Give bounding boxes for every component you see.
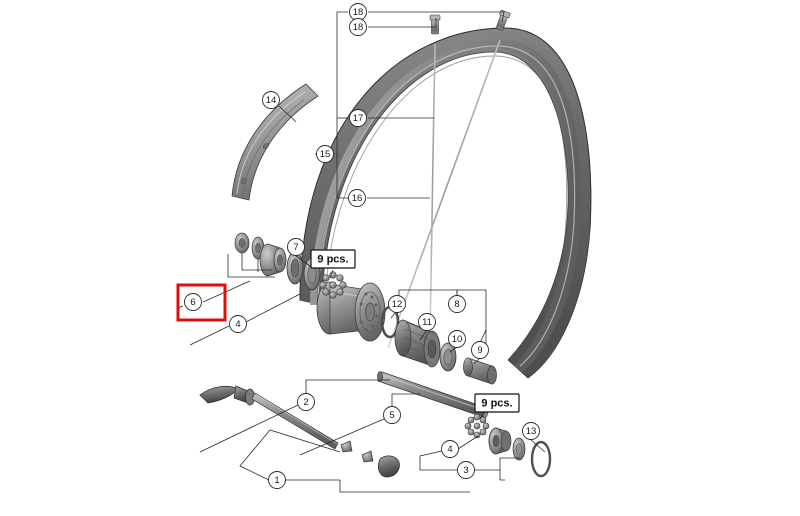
spokes-graphic [387, 9, 511, 349]
rim-section-highlight [236, 91, 306, 195]
quantity-label: 9 pcs. [310, 249, 356, 269]
leader-lines [177, 11, 546, 493]
spacer-ring-part [439, 342, 457, 372]
callout-3: 3 [457, 461, 475, 479]
o-ring-part [530, 440, 552, 478]
rear-bearing-stack-graphic [464, 413, 552, 478]
callout-18: 18 [349, 18, 367, 36]
callout-10: 10 [448, 330, 466, 348]
hub-bore [365, 302, 375, 322]
callout-18: 18 [349, 3, 367, 21]
callout-4: 4 [441, 440, 459, 458]
spoke-nipple [429, 14, 441, 35]
freehub-parts-graphic [380, 305, 497, 385]
hub-spoke-holes [359, 292, 379, 332]
qr-spring-left [340, 440, 353, 453]
spoke-angled [387, 39, 501, 349]
callout-9: 9 [471, 341, 489, 359]
callout-15: 15 [316, 145, 334, 163]
locknut-part [234, 232, 250, 254]
rear-cone-part [488, 427, 512, 455]
dust-cap-part [286, 251, 304, 285]
ball-bearing-set [319, 271, 347, 299]
rim-section-graphic [231, 83, 319, 201]
rim-spoke-hole [241, 177, 247, 185]
ball-bearing-set [464, 413, 490, 439]
rim-section-body [231, 83, 319, 201]
selected-part-highlight[interactable] [176, 283, 227, 322]
axle-end-left [377, 371, 383, 382]
front-bearing-stack-graphic [234, 232, 347, 299]
rim-highlight-line [317, 45, 576, 367]
front-hub-shell-graphic [316, 281, 386, 342]
callout-13: 13 [522, 422, 540, 440]
hub-flange-ring [359, 291, 381, 333]
callout-5: 5 [383, 406, 401, 424]
callout-7: 7 [287, 238, 305, 256]
cone-part [259, 243, 287, 277]
freehub-body-part [394, 319, 441, 368]
bushing-part [463, 357, 497, 385]
callout-8: 8 [448, 295, 466, 313]
rim-section-groove [242, 99, 305, 197]
axle-highlight [381, 374, 487, 412]
qr-skewer-rod [251, 392, 339, 450]
rear-washer-part [512, 437, 526, 461]
callout-6: 6 [184, 293, 202, 311]
spoke-straight [429, 43, 436, 331]
callout-17: 17 [349, 109, 367, 127]
rim-outer-edge [299, 27, 592, 301]
callout-4: 4 [229, 315, 247, 333]
callout-16: 16 [348, 189, 366, 207]
quantity-label: 9 pcs. [474, 393, 520, 413]
callout-1: 1 [268, 471, 286, 489]
callout-11: 11 [418, 313, 436, 331]
rim-spoke-hole [262, 143, 270, 149]
qr-spring-right [361, 450, 374, 463]
callout-14: 14 [262, 91, 280, 109]
callout-12: 12 [388, 295, 406, 313]
rim-sidewall [310, 40, 581, 372]
rim-groove-line [324, 55, 568, 359]
qr-lever-blade [199, 385, 239, 404]
rim-assembly-graphic [299, 27, 592, 379]
qr-adjust-nut [378, 455, 400, 478]
qr-rod-highlight [255, 394, 338, 445]
callout-2: 2 [297, 393, 315, 411]
quick-release-graphic [199, 385, 400, 478]
